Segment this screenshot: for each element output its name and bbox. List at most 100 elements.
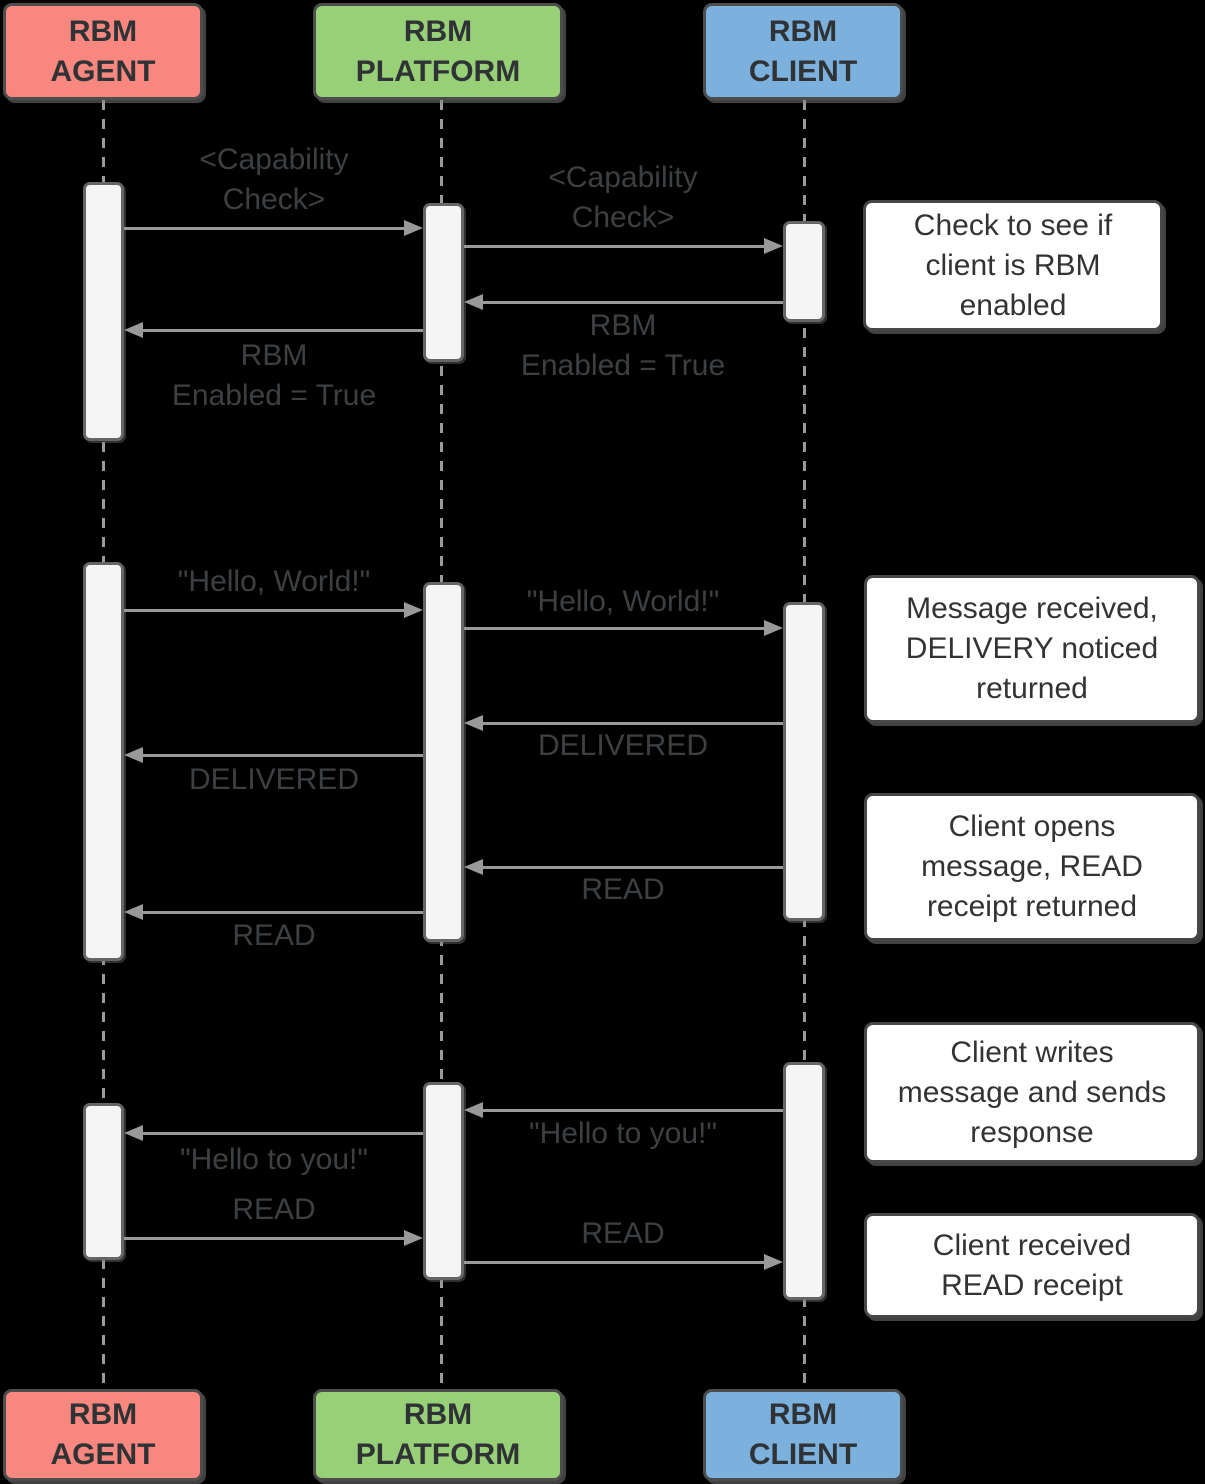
message-label: "Hello, World!" (178, 562, 370, 602)
note-text-line: Client opens (948, 810, 1116, 843)
actor-label-line: AGENT (50, 1438, 156, 1471)
actor-label-line: RBM (403, 14, 473, 48)
arrowhead-left-icon (464, 715, 483, 731)
message-arrow-line (141, 911, 423, 914)
activation-bar-agent (83, 182, 124, 441)
message-label-line: Enabled = True (171, 379, 377, 412)
activation-bar-client (783, 602, 825, 921)
message-label: "Hello to you!" (180, 1140, 368, 1180)
note-box: Client opens message, READ receipt returne… (864, 793, 1200, 941)
message-label-line: Check> (571, 201, 675, 234)
message-label-line: Enabled = True (520, 349, 726, 382)
actor-label-line: RBM (68, 1398, 138, 1431)
arrowhead-left-icon (124, 747, 143, 763)
message-label: DELIVERED (538, 726, 708, 766)
message-label-line: READ (581, 1217, 665, 1250)
activation-bar-platform (423, 203, 464, 362)
message-label-line: READ (581, 873, 665, 906)
actor-label-line: AGENT (50, 54, 156, 88)
actor-box-platform-top: RBM PLATFORM (313, 3, 563, 100)
message-label: DELIVERED (189, 760, 359, 800)
note-text-line: message, READ (921, 850, 1143, 883)
actor-label-line: PLATFORM (355, 1438, 521, 1471)
activation-bar-platform (423, 582, 464, 942)
note-box: Check to see if client is RBM enabled (863, 200, 1163, 331)
note-text-line: Message received, (906, 592, 1158, 625)
note-text-line: receipt returned (926, 890, 1138, 923)
arrowhead-left-icon (464, 859, 483, 875)
actor-box-platform-bottom: RBM PLATFORM (313, 1389, 563, 1481)
message-arrow-line (124, 609, 406, 612)
arrowhead-right-icon (404, 1230, 423, 1246)
message-arrow-line (124, 227, 406, 230)
arrowhead-right-icon (404, 220, 423, 236)
arrowhead-left-icon (124, 1125, 143, 1141)
message-arrow-line (464, 627, 766, 630)
actor-label-line: PLATFORM (355, 54, 521, 88)
note-box: Client writes message and sends response (864, 1022, 1200, 1163)
message-label: RBM Enabled = True (172, 336, 376, 416)
note-text-line: Check to see if (913, 208, 1113, 242)
message-label-line: "Hello to you!" (528, 1117, 718, 1150)
message-label-line: Check> (222, 183, 326, 216)
message-arrow-line (141, 329, 423, 332)
message-arrow-line (481, 301, 783, 304)
note-text-line: message and sends (897, 1075, 1167, 1109)
message-arrow-line (141, 754, 423, 757)
arrowhead-right-icon (404, 602, 423, 618)
message-arrow-line (464, 1261, 766, 1264)
message-label-line: RBM (589, 309, 657, 342)
activation-bar-agent (83, 562, 124, 961)
note-text-line: READ receipt (941, 1268, 1123, 1302)
message-label: "Hello to you!" (529, 1114, 717, 1154)
message-label: "Hello, World!" (527, 582, 719, 622)
message-label-line: <Capability (199, 143, 349, 176)
message-label-line: READ (232, 1193, 316, 1226)
note-box: Message received, DELIVERY noticed returne… (864, 575, 1200, 723)
actor-label-line: CLIENT (748, 1438, 858, 1471)
actor-label-line: RBM (403, 1398, 473, 1431)
note-text-line: Client received (932, 1228, 1132, 1262)
note-text-line: returned (976, 672, 1088, 705)
message-label-line: "Hello to you!" (179, 1143, 369, 1176)
message-label-line: <Capability (548, 161, 698, 194)
note-text-line: DELIVERY noticed (905, 632, 1159, 665)
message-arrow-line (141, 1132, 423, 1135)
activation-bar-client (783, 221, 825, 322)
message-arrow-line (481, 866, 783, 869)
message-arrow-line (124, 1237, 406, 1240)
activation-bar-platform (423, 1082, 464, 1280)
message-arrow-line (481, 1109, 783, 1112)
arrowhead-right-icon (764, 1254, 783, 1270)
message-arrow-line (464, 245, 766, 248)
note-text-line: enabled (959, 288, 1067, 322)
arrowhead-left-icon (464, 1102, 483, 1118)
activation-bar-client (783, 1062, 825, 1300)
activation-bar-agent (83, 1103, 124, 1260)
note-text-line: response (970, 1115, 1094, 1149)
message-label-line: "Hello, World!" (177, 565, 371, 598)
message-label: READ (232, 916, 315, 956)
message-arrow-line (481, 722, 783, 725)
message-label: RBM Enabled = True (521, 306, 725, 386)
actor-box-client-bottom: RBM CLIENT (703, 1389, 903, 1481)
note-text-line: Client writes (950, 1035, 1114, 1069)
message-label-line: DELIVERED (537, 729, 709, 762)
message-label: READ (581, 870, 664, 910)
note-text-line: client is RBM (925, 248, 1101, 282)
arrowhead-right-icon (764, 620, 783, 636)
message-label-line: READ (232, 919, 316, 952)
message-label: READ (581, 1214, 664, 1254)
arrowhead-left-icon (464, 294, 483, 310)
message-label-line: "Hello, World!" (526, 585, 720, 618)
message-label-line: RBM (240, 339, 308, 372)
actor-label-line: CLIENT (748, 54, 858, 88)
actor-label-line: RBM (768, 1398, 838, 1431)
arrowhead-left-icon (124, 322, 143, 338)
